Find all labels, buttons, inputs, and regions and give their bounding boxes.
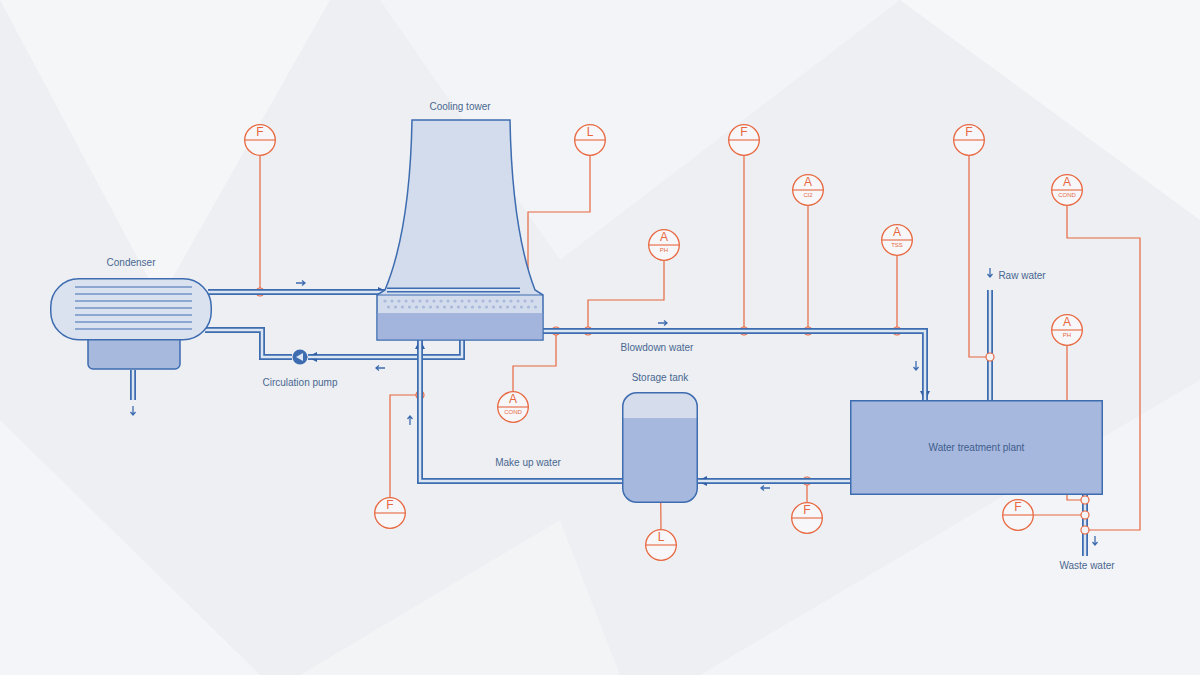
- instrument-letter: L: [645, 531, 677, 544]
- signal-line: [524, 156, 590, 292]
- condenser-shape: [50, 278, 212, 370]
- instrument-bubble: A TSS: [881, 224, 913, 256]
- instrument-bubble: F: [374, 497, 406, 529]
- instrument-leaders: [260, 156, 1140, 530]
- instrument-letter: A: [792, 176, 824, 189]
- equipment-name: Storage tank: [632, 372, 689, 384]
- instrument-bubble: A PH: [1051, 314, 1083, 346]
- instrument-bubble: A COND: [1051, 174, 1083, 206]
- water-pipe: [205, 330, 292, 357]
- instrument-bubble: F: [1002, 499, 1034, 531]
- instrument-letter: A: [497, 393, 529, 406]
- storage-tank-shape: [622, 392, 698, 503]
- instrument-letter: F: [953, 126, 985, 139]
- water-pipe: [420, 340, 622, 481]
- cooling-tower: Cooling tower: [377, 120, 543, 340]
- instrument-letter: F: [244, 126, 276, 139]
- equipment-name: Condenser: [107, 257, 156, 269]
- water-pipe: [308, 340, 462, 357]
- instrument-bubble: A COND: [497, 391, 529, 423]
- instrument-bubble: L: [645, 529, 677, 561]
- pump-symbol: [292, 349, 308, 365]
- instrument-letter: A: [648, 231, 680, 244]
- instrument-letter: F: [791, 504, 823, 517]
- instrument-letter: A: [1051, 316, 1083, 329]
- instrument-tag: COND: [1051, 192, 1083, 199]
- instrument-bubble: F: [728, 124, 760, 156]
- instrument-bubble: F: [953, 124, 985, 156]
- water-pipe: [543, 331, 925, 400]
- instrument-letter: A: [1051, 176, 1083, 189]
- pipe-label: Make up water: [495, 457, 561, 469]
- instrument-bubble: A PH: [648, 229, 680, 261]
- instrument-tag: Cl2: [792, 192, 824, 199]
- equipment-name: Circulation pump: [262, 377, 337, 389]
- instrument-tag: PH: [1051, 332, 1083, 339]
- instrument-letter: L: [574, 126, 606, 139]
- equipment-name: Cooling tower: [429, 101, 490, 113]
- instrument-tag: TSS: [881, 242, 913, 249]
- instrument-letter: F: [728, 126, 760, 139]
- equipment-name: Water treatment plant: [929, 442, 1025, 454]
- pipe-label: Raw water: [998, 270, 1045, 282]
- cooling-tower-shape: [377, 120, 543, 340]
- instrument-bubble: F: [244, 124, 276, 156]
- instrument-bubble: L: [574, 124, 606, 156]
- instrument-letter: F: [1002, 501, 1034, 514]
- condenser: Condenser: [50, 278, 212, 370]
- pipe-label: Blowdown water: [621, 342, 694, 354]
- circulation-pump: Circulation pump: [292, 349, 308, 365]
- instrument-tag: COND: [497, 409, 529, 416]
- water-treatment-plant: Water treatment plant: [850, 400, 1103, 495]
- storage-tank: Storage tank: [622, 392, 698, 503]
- instrument-letter: F: [374, 499, 406, 512]
- instrument-letter: A: [881, 226, 913, 239]
- instrument-bubble: F: [791, 502, 823, 534]
- instrument-bubble: A Cl2: [792, 174, 824, 206]
- instrument-tag: PH: [648, 247, 680, 254]
- water-pipe: [208, 292, 387, 293]
- water-pipe: [698, 481, 850, 482]
- pipe-label: Waste water: [1059, 560, 1114, 572]
